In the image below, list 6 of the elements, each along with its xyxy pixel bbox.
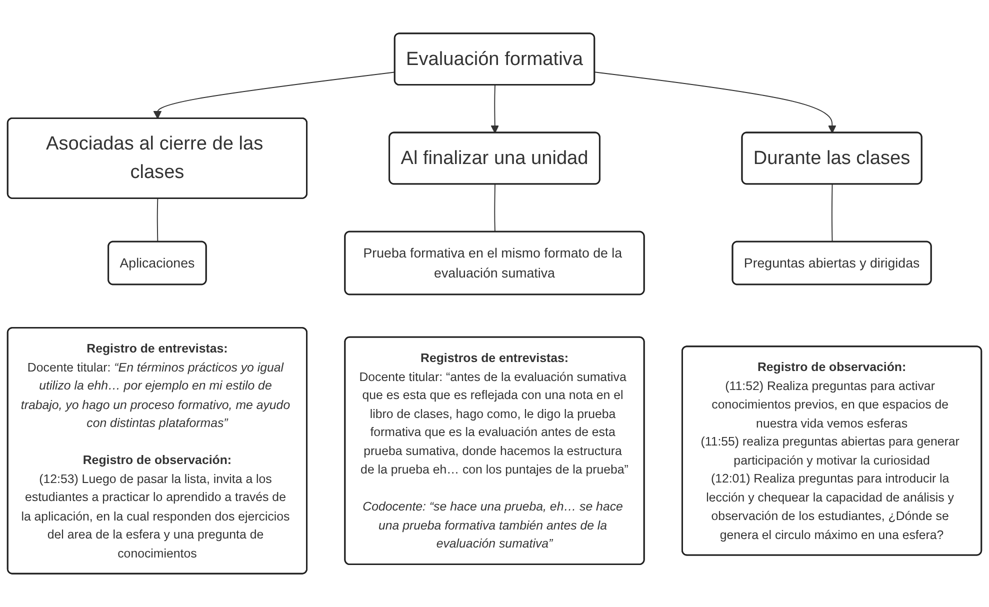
arrow bbox=[594, 72, 836, 134]
connector bbox=[494, 184, 496, 233]
arrow bbox=[153, 72, 396, 120]
connector bbox=[156, 198, 158, 243]
arrow bbox=[490, 84, 500, 134]
connector bbox=[831, 184, 833, 243]
